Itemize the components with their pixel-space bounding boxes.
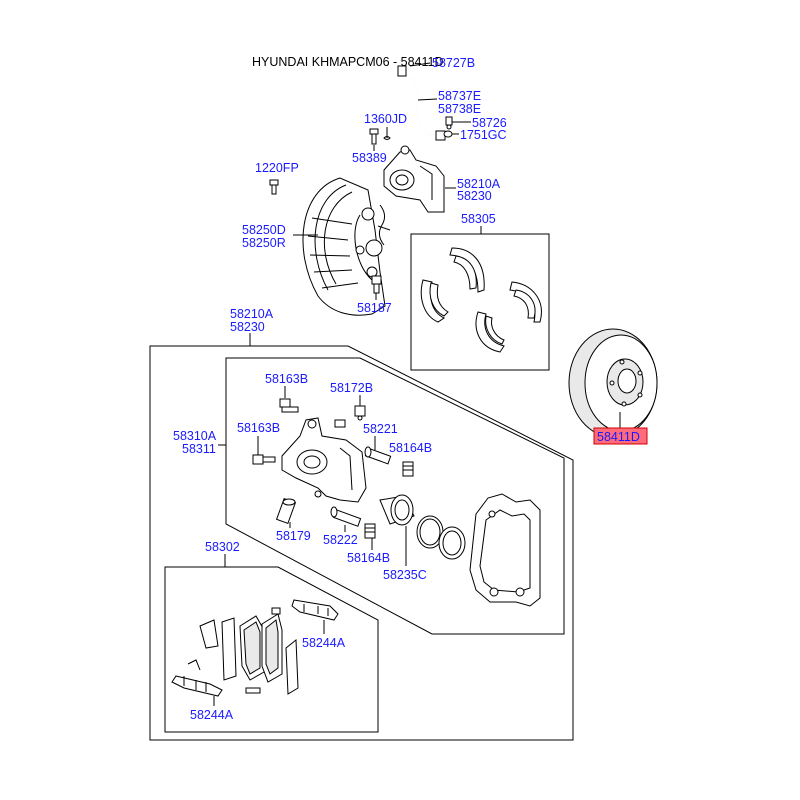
- pad-kit-outline: [164, 566, 379, 733]
- label-58302[interactable]: 58302: [205, 540, 240, 554]
- brake-shoe-3[interactable]: [475, 311, 505, 353]
- sleeve-58179[interactable]: [275, 497, 297, 525]
- label-58221[interactable]: 58221: [363, 422, 398, 436]
- bolt-1220FP[interactable]: [269, 179, 279, 195]
- pad-clip-small[interactable]: [245, 687, 261, 694]
- label-58179[interactable]: 58179: [276, 529, 311, 543]
- wear-indicator[interactable]: [271, 607, 281, 615]
- piston-seal[interactable]: [416, 515, 444, 549]
- label-58163B-a[interactable]: 58163B: [265, 372, 308, 386]
- piston[interactable]: [379, 494, 415, 526]
- caliper-subgroup-outline: [225, 357, 565, 635]
- label-58411D[interactable]: 58411D: [597, 430, 640, 444]
- brake-shoe-4[interactable]: [509, 281, 542, 323]
- highlight-box-58411D: [593, 427, 648, 445]
- cap[interactable]: [443, 130, 453, 138]
- caliper-carrier[interactable]: [469, 493, 541, 607]
- guide-pin-58222[interactable]: [330, 506, 362, 527]
- retainer-clip-upper[interactable]: [291, 599, 339, 621]
- label-58738E[interactable]: 58738E: [438, 102, 481, 116]
- brake-pad-outer[interactable]: [261, 613, 283, 683]
- retainer-clip-lower[interactable]: [171, 659, 223, 697]
- bolt-58389[interactable]: [369, 128, 379, 145]
- backing-plate[interactable]: [302, 177, 391, 316]
- bleeder-58172B[interactable]: [334, 405, 366, 428]
- pad-shim-2[interactable]: [221, 617, 237, 681]
- label-58244A-a[interactable]: 58244A: [302, 636, 346, 650]
- label-1220FP[interactable]: 1220FP: [255, 161, 299, 175]
- shoe-kit-box: [410, 233, 550, 371]
- label-58389[interactable]: 58389: [352, 151, 387, 165]
- label-58230-mid[interactable]: 58230: [230, 320, 265, 334]
- label-58210A-mid[interactable]: 58210A: [230, 307, 274, 321]
- label-1751GC[interactable]: 1751GC: [460, 128, 507, 142]
- guide-bolt-upper[interactable]: [279, 398, 299, 413]
- label-58163B-b[interactable]: 58163B: [237, 421, 280, 435]
- pad-shim-1[interactable]: [199, 619, 219, 649]
- dust-boot[interactable]: [438, 526, 466, 560]
- bleeder-screw[interactable]: [445, 116, 453, 130]
- label-58222[interactable]: 58222: [323, 533, 358, 547]
- pin-boot-upper[interactable]: [402, 461, 414, 477]
- label-58310A[interactable]: 58310A: [173, 429, 217, 443]
- caliper-top[interactable]: [383, 145, 445, 213]
- label-1360JD[interactable]: 1360JD: [364, 112, 407, 126]
- pin-boot-lower[interactable]: [364, 523, 376, 539]
- label-58235C[interactable]: 58235C: [383, 568, 427, 582]
- label-58726[interactable]: 58726: [472, 116, 507, 130]
- label-58187[interactable]: 58187: [357, 301, 392, 315]
- brake-shoe-2[interactable]: [449, 247, 485, 293]
- brake-shoe-1[interactable]: [420, 279, 449, 323]
- label-58210A-top[interactable]: 58210A: [457, 177, 501, 191]
- label-58305[interactable]: 58305: [461, 212, 496, 226]
- caliper-body[interactable]: [281, 417, 367, 503]
- label-58727B[interactable]: 58727B: [432, 56, 475, 70]
- label-58164B-b[interactable]: 58164B: [347, 551, 390, 565]
- guide-bolt-lower[interactable]: [252, 454, 276, 465]
- caliper-group-outline: [149, 345, 574, 741]
- label-58172B[interactable]: 58172B: [330, 381, 373, 395]
- label-58230-top[interactable]: 58230: [457, 189, 492, 203]
- brake-pad-inner[interactable]: [239, 615, 265, 681]
- guide-pin-58221[interactable]: [364, 446, 392, 465]
- pad-shim-3[interactable]: [285, 638, 299, 695]
- label-58250D[interactable]: 58250D: [242, 223, 286, 237]
- label-58737E[interactable]: 58737E: [438, 89, 481, 103]
- label-58164B-a[interactable]: 58164B: [389, 441, 432, 455]
- brake-disc[interactable]: [568, 328, 658, 438]
- diagram-title: HYUNDAI KHMAPCM06 - 58411D: [252, 55, 444, 69]
- washer-clip[interactable]: [383, 136, 391, 140]
- label-58250R[interactable]: 58250R: [242, 236, 286, 250]
- label-58244A-b[interactable]: 58244A: [190, 708, 234, 722]
- label-58311[interactable]: 58311: [182, 442, 216, 456]
